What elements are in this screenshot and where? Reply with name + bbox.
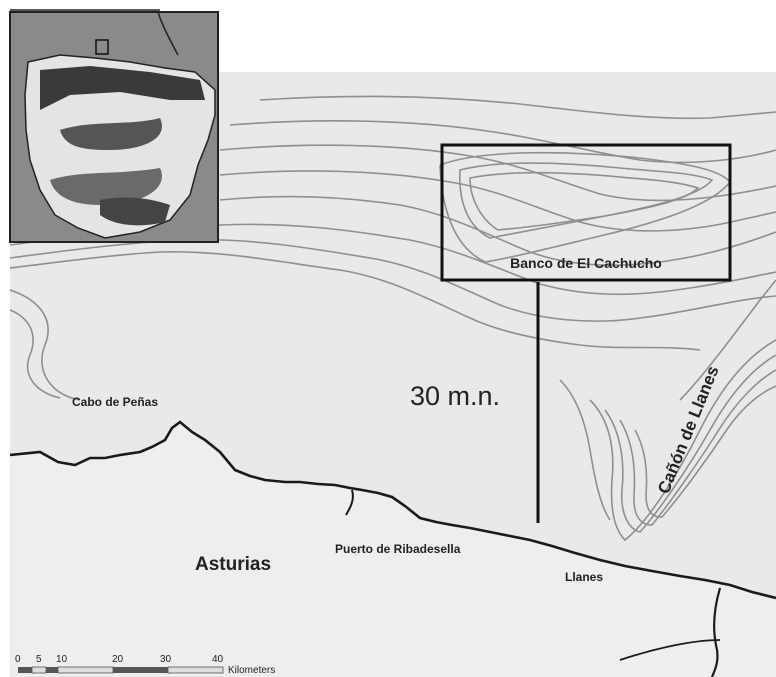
inland-border: [619, 639, 721, 661]
scale-tick: 5: [36, 654, 42, 665]
coastline: [9, 420, 776, 600]
study-area-box: [440, 143, 732, 282]
land-area: [10, 422, 776, 677]
town-label: Llanes: [565, 570, 603, 584]
isobath: [589, 339, 776, 542]
isobath: [219, 195, 776, 266]
isobath: [259, 95, 776, 120]
scale-segment: [113, 667, 168, 673]
isobath: [9, 289, 81, 401]
inset-relief: [50, 168, 162, 205]
isobath: [469, 171, 700, 231]
isobath: [619, 369, 776, 526]
scale-tick: 10: [56, 654, 68, 665]
inset-relief: [60, 118, 162, 150]
scale-segment: [18, 667, 32, 673]
isobath: [9, 250, 701, 351]
isobath: [219, 144, 776, 202]
isobath: [604, 354, 776, 533]
scale-segment: [31, 666, 47, 674]
isobath: [634, 385, 776, 518]
inset-relief: [40, 66, 205, 110]
cape-label: Cabo de Peñas: [72, 395, 158, 409]
bank-label: Banco de El Cachucho: [510, 255, 662, 271]
scale-tick: 30: [160, 654, 172, 665]
isobath: [9, 309, 61, 399]
isobath: [219, 170, 776, 232]
scale-segment: [167, 666, 224, 674]
scale-segment: [46, 667, 58, 673]
distance-label: 30 m.n.: [410, 381, 500, 411]
isobath: [439, 151, 732, 263]
scale-bar: 0 5 10 20 30 40 Kilometers: [15, 654, 275, 676]
scale-tick: 40: [212, 654, 224, 665]
isobath: [229, 120, 776, 164]
inset-relief: [100, 197, 170, 226]
isobath: [559, 379, 611, 521]
scale-tick: 20: [112, 654, 124, 665]
port-label: Puerto de Ribadesella: [335, 542, 461, 556]
river: [345, 489, 354, 516]
scale-tick: 0: [15, 654, 21, 665]
inland-border: [710, 587, 722, 677]
inset-locator: [95, 39, 109, 55]
scale-unit: Kilometers: [228, 665, 275, 676]
isobath: [679, 279, 776, 401]
inset-coast: [157, 11, 179, 56]
region-label: Asturias: [195, 554, 271, 575]
scale-segment: [57, 666, 114, 674]
inset-map: [9, 11, 219, 243]
